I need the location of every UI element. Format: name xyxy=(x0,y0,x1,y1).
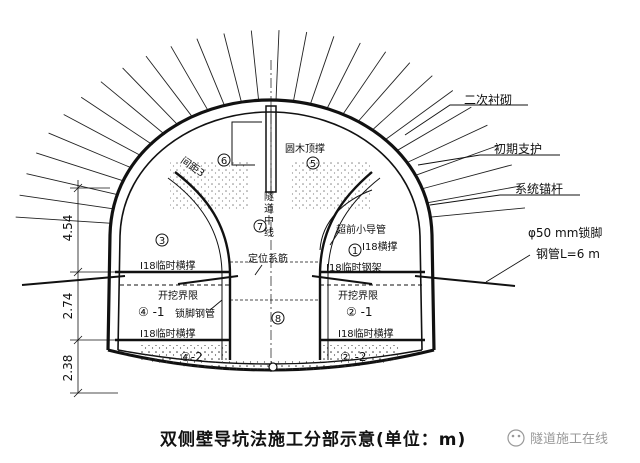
anchor-bolt-line xyxy=(292,31,308,102)
anchor-bolt-line xyxy=(26,173,119,196)
anchor-bolt-line xyxy=(170,46,209,112)
anchor-bolt-line xyxy=(342,51,387,116)
anchor-bolt-line xyxy=(122,67,179,126)
anchor-bolt-line xyxy=(371,75,433,131)
anchor-bolt-line xyxy=(19,194,115,210)
anchor-bolt-line xyxy=(395,106,472,152)
dimension-lines xyxy=(70,180,118,398)
dimension-d3: 2.38 xyxy=(61,355,75,382)
label-centerline-1: 隧 xyxy=(264,190,274,203)
label-positioning-bar: 定位系筋 xyxy=(248,252,288,265)
anchor-bolt-line xyxy=(326,42,361,110)
label-anchor-bolts: 系统锚杆 xyxy=(515,181,563,196)
watermark: 隧道施工在线 xyxy=(507,429,608,447)
watermark-logo-icon xyxy=(507,429,525,447)
diagram-title: 双侧壁导坑法施工分部示意(单位：m) xyxy=(160,429,466,450)
label-centerline-2: 道 xyxy=(264,202,274,215)
anchor-bolt-line xyxy=(100,81,166,135)
part-7: 7 xyxy=(257,222,263,233)
anchor-bolt-rays xyxy=(15,30,526,224)
temporary-struts xyxy=(115,261,425,342)
anchor-bolt-line xyxy=(250,30,260,102)
label-steel-frame: I18临时钢架 xyxy=(326,261,382,274)
anchor-bolt-line xyxy=(357,62,411,123)
part-markers: 3 1 5 6 7 8 xyxy=(155,153,362,325)
anchor-bolt-line xyxy=(145,55,194,118)
label-lock-foot-steel: 锁脚钢管 xyxy=(175,307,215,320)
part-6: 6 xyxy=(221,156,227,167)
label-excavation-right: 开挖界限 xyxy=(338,289,378,302)
anchor-bolt-line xyxy=(421,164,512,190)
label-secondary-lining: 二次衬砌 xyxy=(464,93,512,107)
label-lock-foot-pipe-2: 钢管L=6 m xyxy=(536,246,600,261)
anchor-bolt-line xyxy=(15,216,112,224)
part-1: 1 xyxy=(352,246,358,257)
part-3: 3 xyxy=(159,236,165,247)
anchor-bolt-line xyxy=(405,124,488,164)
part-4-2: ④-2 xyxy=(180,350,203,364)
anchor-bolt-line xyxy=(275,30,280,101)
part-2-1: ② -1 xyxy=(346,305,373,319)
lock-foot-pipes xyxy=(21,275,516,287)
anchor-bolt-line xyxy=(384,90,454,141)
anchor-bolt-line xyxy=(63,114,142,157)
anchor-bolt-line xyxy=(309,36,335,105)
anchor-bolt-line xyxy=(48,132,133,169)
label-advance-pipe: 超前小导管 xyxy=(336,223,386,236)
anchor-bolt-line xyxy=(80,96,153,146)
anchor-bolt-line xyxy=(196,38,226,107)
anchor-bolt-line xyxy=(414,144,502,177)
label-initial-support: 初期支护 xyxy=(494,142,542,156)
part-4-1: ④ -1 xyxy=(138,305,165,319)
label-centerline-3: 中 xyxy=(264,214,274,227)
part-5: 5 xyxy=(310,159,316,170)
dimension-d1: 4.54 xyxy=(61,215,75,242)
side-drift-walls xyxy=(167,171,381,360)
watermark-text: 隧道施工在线 xyxy=(530,431,608,447)
label-centerline-4: 线 xyxy=(264,226,274,239)
label-strut-lower-left: I18临时横撑 xyxy=(140,327,196,340)
anchor-bolt-line xyxy=(429,207,526,218)
label-crown-prop: 圆木顶撑 xyxy=(285,142,325,155)
leader-lines xyxy=(209,104,580,311)
label-lock-foot-pipe-1: φ50 mm锁脚 xyxy=(528,225,602,240)
dimension-d2: 2.74 xyxy=(61,293,75,320)
part-2-2: ② -2 xyxy=(340,350,367,364)
label-strut-lower-right: I18临时横撑 xyxy=(338,327,394,340)
label-strut-top-right: I18横撑 xyxy=(362,240,398,253)
part-8: 8 xyxy=(275,314,281,325)
label-excavation-left: 开挖界限 xyxy=(158,289,198,302)
anchor-bolt-line xyxy=(36,152,125,182)
anchor-bolt-line xyxy=(426,185,520,204)
anchor-bolt-line xyxy=(223,33,243,104)
drainage-pipe xyxy=(268,362,278,372)
label-strut-left: I18临时横撑 xyxy=(140,259,196,272)
